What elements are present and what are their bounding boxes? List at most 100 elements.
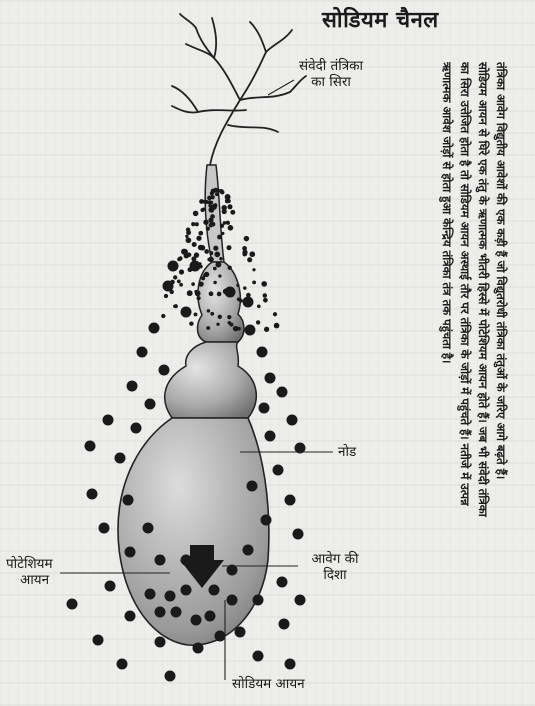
- small-ion-dot: [191, 282, 195, 286]
- small-ion-dot: [209, 251, 213, 255]
- ion-dot: [143, 523, 154, 534]
- caption-line-1: तंत्रिका आवेग विद्युतीय आवेशों की एक कड़…: [492, 62, 510, 702]
- small-ion-dot: [178, 256, 182, 260]
- ion-dot: [145, 399, 156, 410]
- small-ion-dot: [193, 211, 199, 217]
- small-ion-dot: [206, 326, 210, 330]
- small-ion-dot: [213, 267, 217, 271]
- small-ion-dot: [209, 257, 214, 262]
- small-ion-dot: [214, 252, 220, 258]
- small-ion-dot: [203, 219, 208, 224]
- small-ion-dot: [263, 298, 268, 303]
- ion-dot: [93, 635, 104, 646]
- small-ion-dot: [246, 293, 251, 298]
- ion-dot: [215, 631, 226, 642]
- ion-dot: [155, 607, 166, 618]
- ion-dot: [103, 415, 114, 426]
- small-ion-dot: [219, 257, 223, 261]
- small-ion-dot: [247, 257, 252, 262]
- ion-dot: [287, 415, 298, 426]
- small-ion-dot: [187, 253, 192, 258]
- small-ion-dot: [208, 204, 211, 207]
- small-ion-dot: [217, 235, 222, 240]
- small-ion-dot: [186, 227, 190, 231]
- ion-dot: [87, 489, 98, 500]
- small-ion-dot: [194, 252, 199, 257]
- small-ion-dot: [217, 189, 220, 192]
- ion-dot: [209, 585, 220, 596]
- small-ion-dot: [218, 315, 222, 319]
- ion-dot: [191, 615, 202, 626]
- small-ion-dot: [200, 245, 205, 250]
- small-ion-dot: [201, 276, 205, 280]
- ion-dot: [273, 465, 284, 476]
- small-ion-dot: [230, 292, 235, 297]
- small-ion-dot: [213, 281, 216, 284]
- small-ion-dot: [227, 315, 231, 319]
- ion-dot: [227, 595, 238, 606]
- small-ion-dot: [191, 222, 195, 226]
- small-ion-dot: [210, 201, 213, 204]
- small-ion-dot: [216, 323, 219, 326]
- small-ion-dot: [173, 275, 177, 279]
- label-sodium-ion: सोडियम आयन: [232, 676, 305, 692]
- small-ion-dot: [215, 192, 219, 196]
- ion-dot: [243, 297, 254, 308]
- ion-dot: [277, 577, 288, 588]
- small-ion-dot: [220, 190, 224, 194]
- ion-dot: [85, 441, 96, 452]
- small-ion-dot: [164, 294, 168, 298]
- small-ion-dot: [227, 321, 231, 325]
- small-ion-dot: [179, 269, 184, 274]
- small-ion-dot: [196, 236, 201, 241]
- ion-dot: [261, 515, 272, 526]
- ion-dot: [123, 495, 134, 506]
- small-ion-dot: [237, 297, 241, 301]
- small-ion-dot: [181, 249, 187, 255]
- small-ion-dot: [192, 242, 197, 247]
- small-ion-dot: [213, 246, 218, 251]
- small-ion-dot: [207, 196, 212, 201]
- small-ion-dot: [174, 304, 178, 308]
- small-ion-dot: [179, 283, 183, 287]
- ion-dot: [105, 581, 116, 592]
- small-ion-dot: [209, 223, 214, 228]
- small-ion-dot: [236, 284, 239, 287]
- small-ion-dot: [209, 207, 215, 213]
- ion-dot: [149, 323, 160, 334]
- ion-dot: [253, 595, 264, 606]
- small-ion-dot: [200, 208, 204, 212]
- small-ion-dot: [237, 327, 241, 331]
- small-ion-dot: [274, 323, 280, 329]
- ion-dot: [277, 387, 288, 398]
- ion-dot: [235, 627, 246, 638]
- small-ion-dot: [187, 267, 192, 272]
- ion-dot: [137, 347, 148, 358]
- caption-line-3: का सिरा उत्तेजित होता है तो सोडियम आयन अ…: [456, 62, 474, 702]
- small-ion-dot: [194, 312, 198, 316]
- small-ion-dot: [226, 221, 230, 225]
- small-ion-dot: [194, 290, 197, 293]
- ion-dot: [295, 595, 306, 606]
- small-ion-dot: [263, 293, 267, 297]
- small-ion-dot: [186, 237, 192, 243]
- small-ion-dot: [230, 210, 235, 215]
- small-ion-dot: [252, 268, 255, 271]
- ion-dot: [168, 261, 179, 272]
- small-ion-dot: [228, 266, 232, 270]
- label-impulse-direction: आवेग की दिशा: [300, 551, 370, 583]
- ion-dot: [165, 671, 176, 682]
- small-ion-dot: [177, 279, 181, 283]
- small-ion-dot: [225, 194, 231, 200]
- small-ion-dot: [223, 288, 229, 294]
- small-ion-dot: [197, 296, 201, 300]
- ion-dot: [155, 555, 166, 566]
- ion-dot: [115, 453, 126, 464]
- small-ion-dot: [198, 231, 203, 236]
- small-ion-dot: [204, 249, 209, 254]
- small-ion-dot: [183, 314, 186, 317]
- small-ion-dot: [207, 309, 210, 312]
- ion-dot: [257, 347, 268, 358]
- small-ion-dot: [264, 327, 269, 332]
- small-ion-dot: [189, 321, 193, 325]
